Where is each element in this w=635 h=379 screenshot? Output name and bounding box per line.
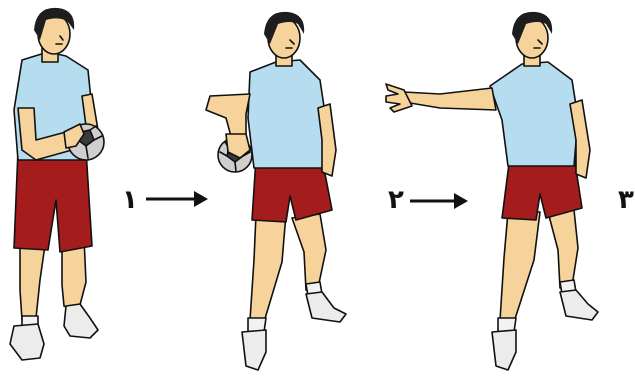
step-number-3: ٣ [618, 185, 634, 215]
right-arrow-icon-2 [410, 193, 468, 209]
player-figure-2 [206, 12, 346, 370]
right-arrow-icon-1 [146, 191, 208, 207]
step-number-1: ١ [122, 185, 138, 215]
step-number-2: ٢ [388, 185, 404, 215]
player-figure-1 [10, 8, 104, 360]
player-figure-3 [386, 12, 598, 370]
